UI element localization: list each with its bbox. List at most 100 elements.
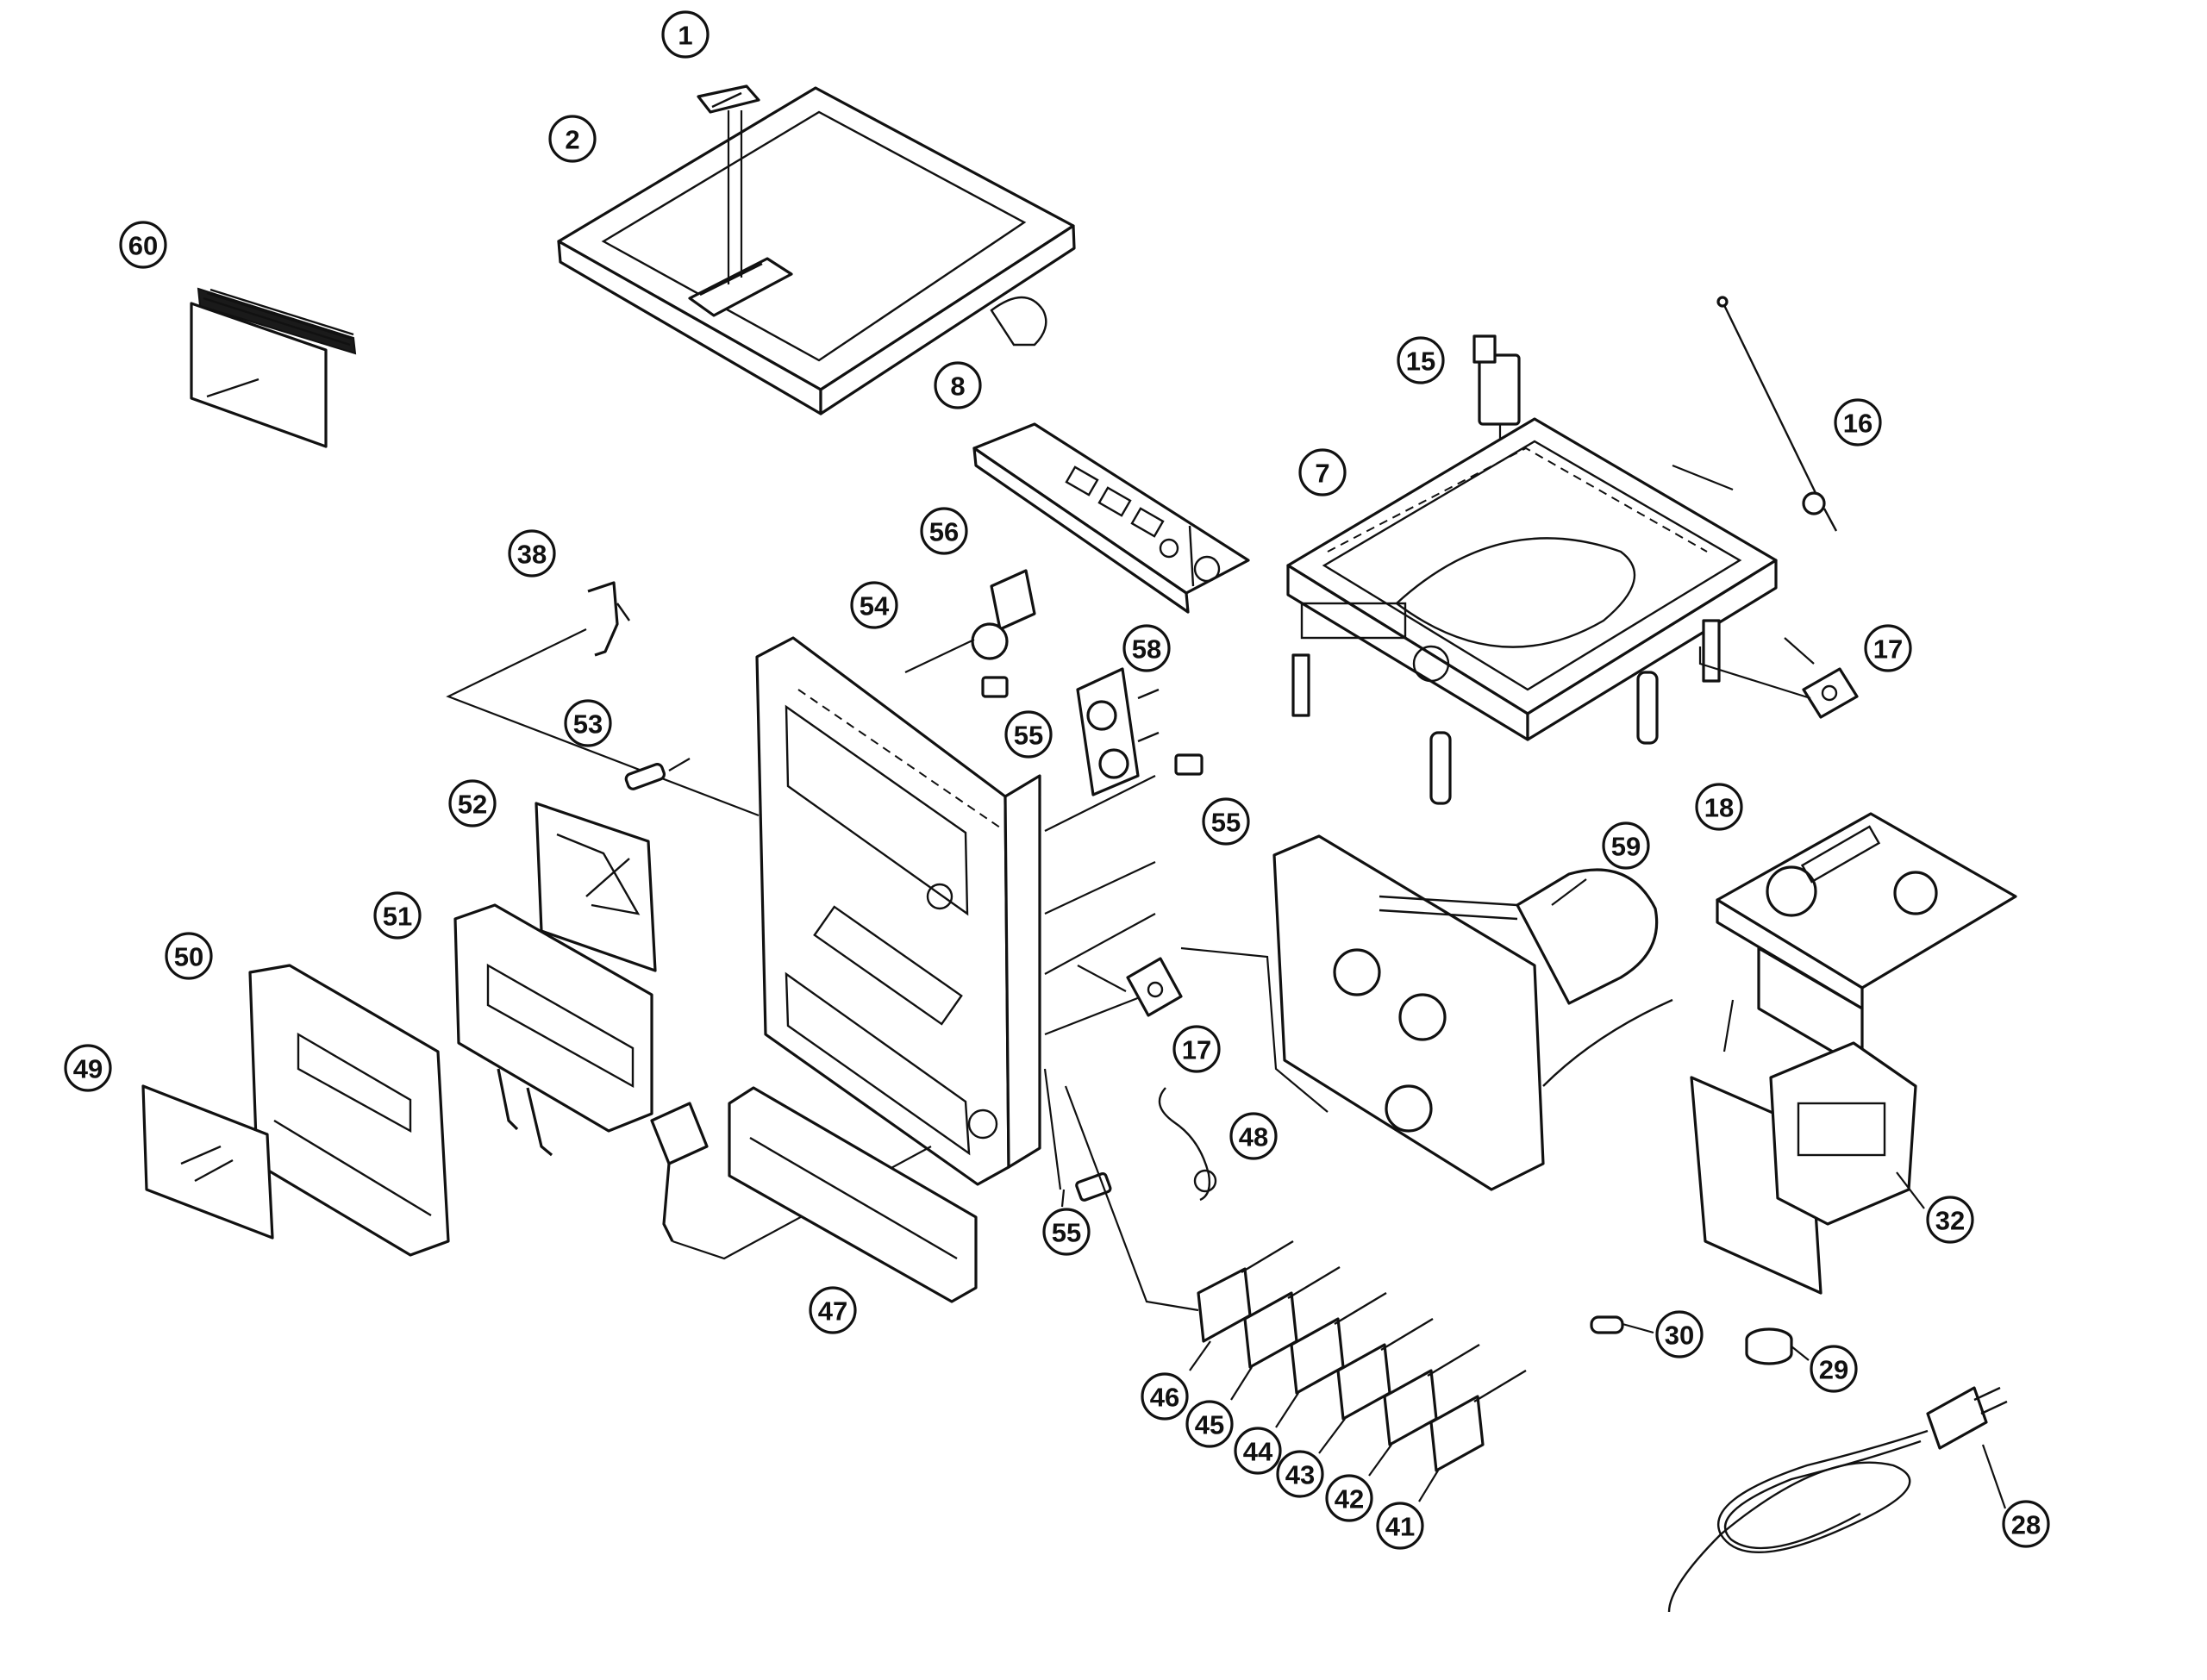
callout-number: 41 — [1385, 1512, 1415, 1542]
callout-number: 30 — [1665, 1321, 1694, 1351]
part-56-bracket — [904, 569, 1036, 673]
callout-58: 58 — [1122, 624, 1171, 672]
callout-circle — [1298, 448, 1347, 497]
callout-1: 1 — [661, 10, 710, 59]
part-17-bracket-upper — [1698, 637, 1859, 719]
callout-circle — [1276, 1450, 1324, 1498]
callout-number: 48 — [1239, 1122, 1268, 1152]
part-38-clip — [446, 581, 760, 817]
callout-15: 15 — [1397, 336, 1445, 384]
callout-number: 44 — [1243, 1437, 1273, 1467]
part-60-grille — [190, 287, 357, 448]
part-59-deck-mechanism — [1180, 834, 1673, 1191]
callout-circle — [1004, 710, 1053, 759]
callout-number: 28 — [2011, 1510, 2041, 1540]
callout-46: 46 — [1141, 1372, 1189, 1421]
callout-circle — [920, 507, 968, 555]
callout-circle — [809, 1286, 857, 1334]
part-50-cassette-lid — [248, 964, 450, 1257]
callout-55: 55 — [1004, 710, 1053, 759]
callout-circle — [1172, 1025, 1221, 1073]
callout-number: 16 — [1843, 409, 1873, 439]
callout-circle — [934, 361, 982, 409]
part-53-spring — [624, 758, 691, 790]
callout-38: 38 — [508, 529, 556, 578]
callout-50: 50 — [165, 932, 213, 980]
part-16-antenna — [1716, 296, 1838, 532]
callout-number: 43 — [1285, 1460, 1315, 1490]
callout-number: 29 — [1819, 1355, 1848, 1385]
callout-53: 53 — [564, 699, 612, 747]
callout-number: 7 — [1315, 459, 1329, 489]
callout-circle — [1926, 1196, 1974, 1244]
callout-number: 32 — [1935, 1206, 1965, 1236]
callout-17: 17 — [1864, 624, 1912, 672]
callout-circle — [1202, 797, 1250, 846]
callout-number: 59 — [1611, 832, 1641, 862]
callout-30: 30 — [1655, 1310, 1704, 1358]
part-49-window — [141, 1084, 274, 1240]
callout-48: 48 — [1229, 1112, 1278, 1160]
callout-number: 42 — [1335, 1484, 1364, 1514]
callout-56: 56 — [920, 507, 968, 555]
callout-54: 54 — [850, 581, 898, 629]
callout-circle — [1810, 1345, 1858, 1393]
callout-55: 55 — [1042, 1208, 1091, 1256]
callout-41: 41 — [1376, 1502, 1424, 1550]
part-8-switch-board — [972, 422, 1250, 614]
callout-circle — [1122, 624, 1171, 672]
callout-circle — [1325, 1474, 1373, 1522]
callout-circle — [448, 779, 497, 828]
part-18-cd-pickup — [1716, 812, 2017, 1071]
callout-circle — [1695, 783, 1743, 831]
part-1-tab — [697, 84, 760, 114]
callout-circle — [1376, 1502, 1424, 1550]
callout-circle — [64, 1044, 112, 1092]
callout-number: 56 — [929, 517, 959, 547]
callout-7: 7 — [1298, 448, 1347, 497]
callout-52: 52 — [448, 779, 497, 828]
part-32-transformer — [1690, 1041, 1925, 1295]
callout-16: 16 — [1834, 398, 1882, 447]
callout-number: 51 — [383, 902, 412, 932]
callout-28: 28 — [2002, 1500, 2050, 1548]
callout-number: 52 — [458, 790, 487, 820]
callout-number: 47 — [818, 1296, 847, 1327]
callout-number: 50 — [174, 942, 203, 972]
callout-number: 8 — [950, 372, 965, 402]
callout-59: 59 — [1602, 821, 1650, 870]
callout-number: 45 — [1195, 1410, 1224, 1440]
callout-number: 46 — [1150, 1383, 1179, 1413]
callout-circle — [1655, 1310, 1704, 1358]
part-7-chassis — [1286, 417, 1778, 805]
callout-45: 45 — [1185, 1400, 1234, 1448]
callout-circle — [119, 221, 167, 269]
part-17-bracket-middle — [1077, 957, 1183, 1017]
callout-42: 42 — [1325, 1474, 1373, 1522]
callout-60: 60 — [119, 221, 167, 269]
callout-number: 55 — [1014, 721, 1043, 751]
callout-number: 15 — [1406, 347, 1435, 377]
callout-2: 2 — [548, 115, 597, 163]
callout-circle — [850, 581, 898, 629]
callout-circle — [1229, 1112, 1278, 1160]
callout-number: 55 — [1052, 1218, 1081, 1248]
callout-circle — [1834, 398, 1882, 447]
callout-17: 17 — [1172, 1025, 1221, 1073]
callout-44: 44 — [1234, 1427, 1282, 1475]
part-54-front-cabinet — [755, 636, 1156, 1190]
callout-circle — [508, 529, 556, 578]
callout-circle — [548, 115, 597, 163]
callout-32: 32 — [1926, 1196, 1974, 1244]
part-55-holder-right — [1174, 753, 1204, 776]
callout-circle — [1141, 1372, 1189, 1421]
callout-circle — [1397, 336, 1445, 384]
callout-8: 8 — [934, 361, 982, 409]
callout-circle — [1042, 1208, 1091, 1256]
part-29-foot — [1745, 1327, 1810, 1365]
part-2-top-cover — [557, 86, 1076, 415]
callout-circle — [564, 699, 612, 747]
callout-number: 55 — [1211, 808, 1241, 838]
